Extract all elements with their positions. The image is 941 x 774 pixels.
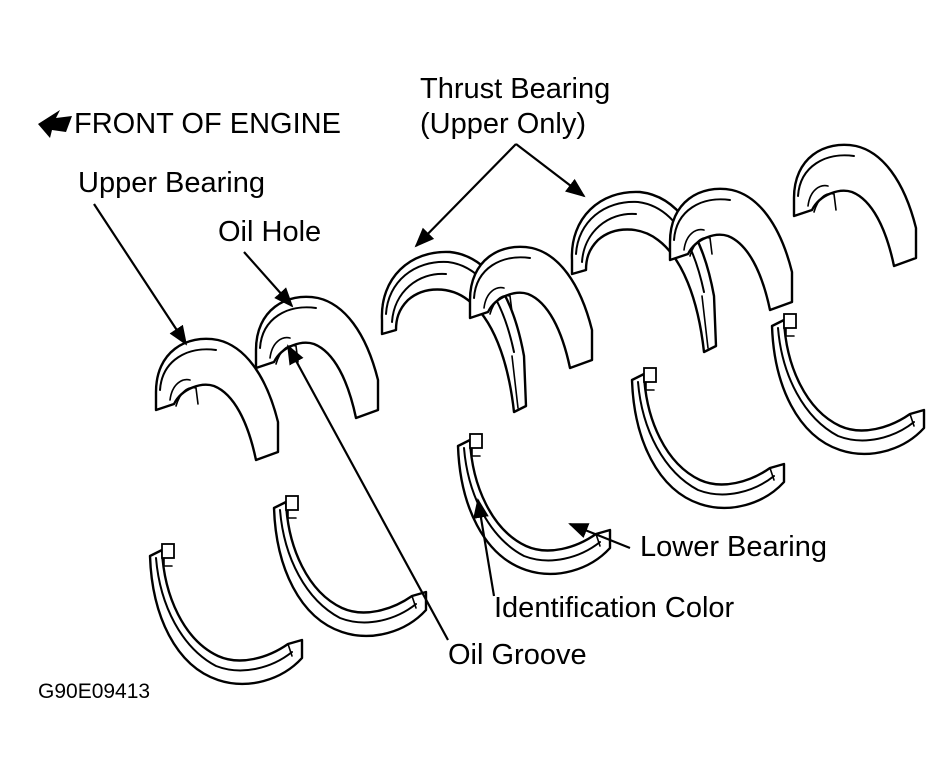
oil-hole-leader [243, 251, 294, 308]
lower-bearing-label: Lower Bearing [640, 531, 827, 563]
thrust-bearing-label: Thrust Bearing [420, 73, 610, 105]
leader-lines [93, 143, 631, 641]
lower-bearing-5 [770, 312, 926, 456]
lower-bearing-leader [568, 522, 631, 550]
oil-groove-leader [287, 344, 449, 641]
lower-bearing-1 [148, 542, 304, 686]
thrust-bearing-sublabel: (Upper Only) [420, 108, 586, 140]
oil-groove-label: Oil Groove [448, 639, 587, 671]
front-of-engine-label: FRONT OF ENGINE [74, 108, 341, 140]
upper-bearing-leader [93, 203, 188, 346]
identification-color-label: Identification Color [494, 592, 735, 624]
oil-hole-label: Oil Hole [218, 216, 321, 248]
thrust-leader-left [414, 143, 517, 248]
upper-bearing-5 [792, 143, 918, 268]
front-of-engine-indicator: FRONT OF ENGINE [38, 108, 341, 140]
figure-code: G90E09413 [38, 680, 150, 703]
identification-color-leader [473, 498, 496, 597]
lower-bearing-2 [272, 494, 428, 638]
thrust-leader-right [515, 143, 586, 198]
lower-bearing-3 [456, 432, 612, 576]
upper-bearing-4 [668, 187, 794, 312]
lower-bearing-4 [630, 366, 786, 510]
front-arrow-icon [38, 110, 72, 138]
upper-bearing-label: Upper Bearing [78, 167, 265, 199]
